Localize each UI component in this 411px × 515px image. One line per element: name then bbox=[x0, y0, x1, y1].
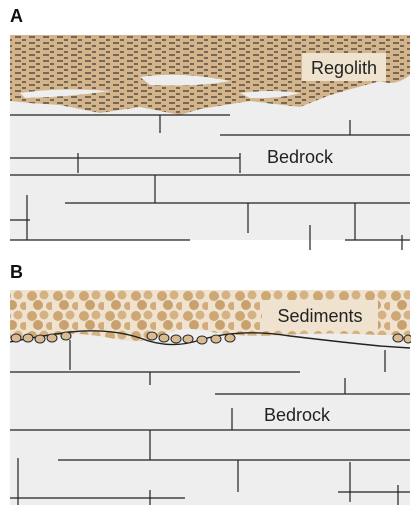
panel-b-bedrock-label: Bedrock bbox=[264, 405, 331, 425]
sediments-label: Sediments bbox=[277, 306, 362, 326]
panel-b-letter: B bbox=[10, 262, 23, 283]
panel-a-letter: A bbox=[10, 6, 23, 27]
regolith-label: Regolith bbox=[311, 58, 377, 78]
panel-a-bedrock-label: Bedrock bbox=[267, 147, 334, 167]
panel-b-diagram: Sediments Bedr bbox=[0, 290, 411, 515]
panel-a-diagram: Regolith Bedrock bbox=[0, 35, 411, 250]
